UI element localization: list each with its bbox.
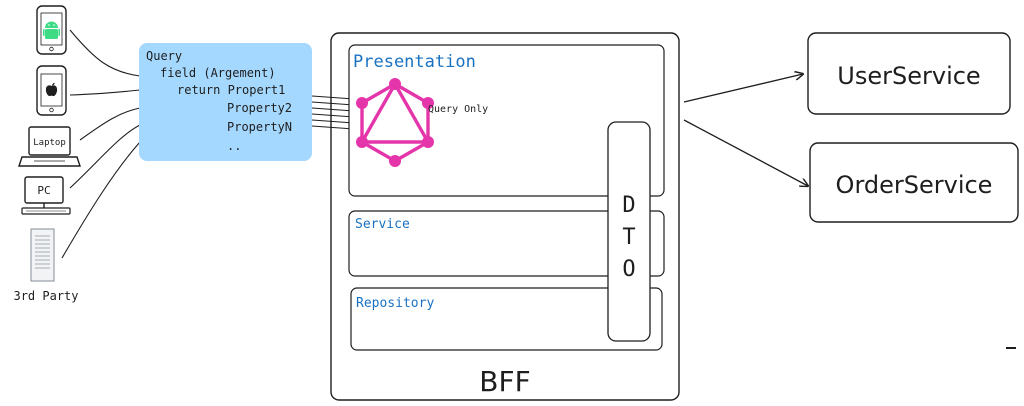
order-service-box: [809, 142, 1019, 223]
pc-connector: [69, 124, 141, 189]
android-phone: [36, 5, 67, 55]
graphql-note: Query Only: [428, 104, 488, 115]
arrow-to-order-service: [683, 119, 808, 186]
pc-label: PC: [37, 184, 50, 197]
dto-letter: D: [622, 193, 635, 218]
bff-container: [330, 32, 680, 401]
service-label: Service: [355, 217, 410, 232]
query-line: return Propert1: [177, 83, 285, 97]
dto-letter: O: [622, 257, 635, 282]
arrow-to-user-service: [683, 74, 803, 103]
dto-letter: T: [622, 225, 635, 250]
order-service-label: OrderService: [836, 171, 993, 199]
query-line: PropertyN: [227, 120, 292, 134]
android-icon: [43, 21, 60, 39]
client-connectors: [61, 29, 141, 259]
query-line: field (Argement): [160, 66, 276, 80]
repository-label: Repository: [356, 296, 434, 311]
third-party-connector: [61, 141, 141, 259]
pc: PC: [21, 176, 71, 215]
laptop-connector: [79, 107, 141, 141]
dto-letters: D T O: [622, 193, 635, 282]
query-text: Query field (Argement) return Propert1 P…: [146, 49, 292, 153]
query-line: Query: [146, 49, 182, 63]
iphone: [36, 65, 67, 116]
bff-label: BFF: [479, 365, 530, 398]
dto-column: [607, 121, 651, 342]
laptop-label: Laptop: [33, 138, 66, 148]
presentation-label: Presentation: [353, 52, 476, 72]
apple-connector: [69, 89, 141, 96]
service-section: [348, 210, 665, 277]
android-connector: [69, 29, 141, 77]
user-service-box: [807, 32, 1011, 115]
apple-icon: [45, 82, 58, 97]
user-service-label: UserService: [837, 62, 980, 90]
query-box: [139, 43, 312, 161]
third-party-label: 3rd Party: [13, 289, 78, 303]
graphql-icon: [356, 78, 434, 167]
laptop: Laptop: [18, 126, 81, 167]
repository-section: [350, 287, 663, 351]
presentation-section: [348, 44, 665, 197]
query-line: Property2: [227, 101, 292, 115]
third-party-document: [30, 228, 55, 282]
query-line: ..: [227, 139, 241, 153]
